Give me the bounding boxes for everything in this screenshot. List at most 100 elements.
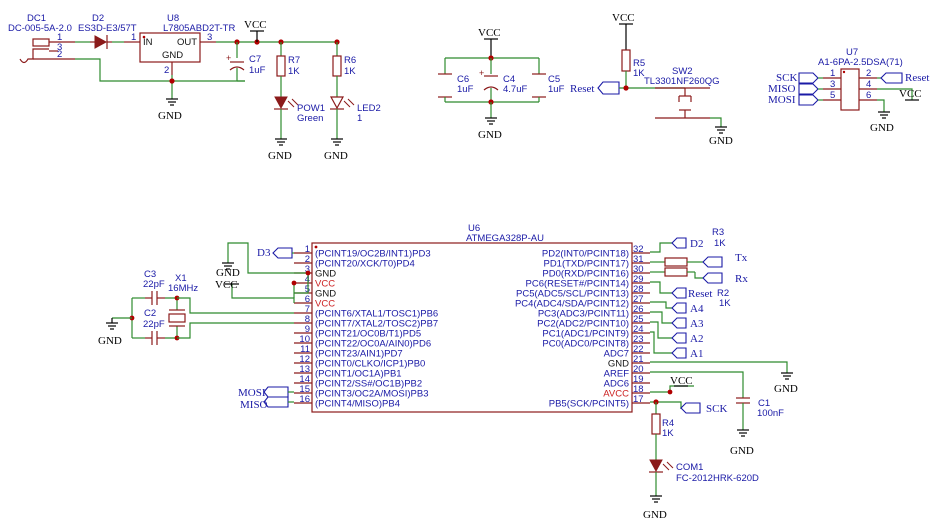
sw2-ref: SW2: [672, 66, 693, 77]
gnd-symbol: GND: [158, 98, 182, 122]
pin-name: (PCINT1/OC1A)PB1: [315, 369, 402, 380]
capacitor-c3: C3 22pF: [143, 269, 165, 305]
u7-pin-5: 5: [830, 90, 835, 101]
gnd-symbol: GND: [216, 262, 240, 279]
gnd-symbol: GND: [730, 429, 754, 457]
svg-text:+: +: [479, 68, 484, 78]
switch-sw2: SW2 TL3301NF260QG: [644, 66, 720, 119]
pin-name: (PCINT20/XCK/T0)PD4: [315, 259, 415, 270]
pin-number: 28: [633, 284, 644, 295]
pin-number: 19: [633, 374, 644, 385]
r3-value: 1K: [714, 238, 726, 249]
u6-pin: 19 ADC6: [604, 374, 650, 390]
u6-pin: 10(PCINT22/OC0A/AIN0)PD6: [294, 334, 431, 350]
dc-jack-dc1: DC1 DC-005-5A-2.0 1 3 2: [8, 13, 75, 64]
pow1-value: Green: [297, 113, 323, 124]
u7-pin-1: 1: [830, 68, 835, 79]
u6-pin: 12(PCINT0/CLKO/ICP1)PB0: [294, 354, 425, 370]
gnd-label: GND: [643, 509, 667, 521]
gnd-label: GND: [158, 110, 182, 122]
net-flag-tx: [702, 256, 723, 268]
vcc-label: VCC: [215, 279, 238, 291]
pin-name: ADC6: [604, 379, 629, 390]
pin-name: (PCINT3/OC2A/MOSI)PB3: [315, 389, 429, 400]
gnd-symbol: GND: [870, 111, 894, 134]
d3-label: D3: [257, 247, 271, 259]
c4-ref: C4: [503, 74, 515, 85]
pin-name: (PCINT2/SS#/OC1B)PB2: [315, 379, 422, 390]
u8-gnd-label: GND: [162, 50, 183, 61]
gnd-label: GND: [324, 150, 348, 162]
pin-number: 15: [299, 384, 310, 395]
gnd-symbol: GND: [774, 372, 798, 395]
sck-label: SCK: [706, 403, 727, 415]
capacitor-c2: C2 22pF: [143, 308, 165, 345]
u6-pin: 13(PCINT1/OC1A)PB1: [294, 364, 402, 380]
r7-ref: R7: [288, 55, 300, 66]
r5-value: 1K: [633, 68, 645, 79]
pin-number: 11: [300, 344, 310, 355]
vcc-label: VCC: [478, 27, 501, 39]
gnd-label: GND: [216, 267, 240, 279]
pin-number: 22: [633, 344, 644, 355]
net-flag-rx: [702, 272, 723, 284]
net-flag-a1: [671, 347, 687, 359]
pin-name: VCC: [315, 279, 335, 290]
dc1-ref: DC1: [27, 13, 46, 24]
led-pow1: POW1 Green: [274, 96, 325, 139]
pow1-ref: POW1: [297, 103, 325, 114]
pin-name: PC5(ADC5/SCL/PCINT13): [516, 289, 629, 300]
vcc-symbol: VCC: [215, 279, 239, 291]
pin-name: GND: [608, 359, 629, 370]
vcc-symbol: VCC: [478, 27, 501, 58]
a2-label: A2: [690, 333, 703, 345]
dc1-pin-2: 2: [57, 49, 62, 60]
pin-name: GND: [315, 289, 336, 300]
pin-name: (PCINT23/AIN1)PD7: [315, 349, 403, 360]
net-flag-a4: [671, 302, 687, 314]
net-flag-mosi: [798, 94, 819, 106]
gnd-label: GND: [730, 445, 754, 457]
pin-name: ADC7: [604, 349, 629, 360]
capacitor-c5: C5 1uF: [532, 73, 565, 102]
x1-value: 16MHz: [168, 283, 198, 294]
vcc-symbol: VCC: [899, 88, 922, 101]
gnd-label: GND: [98, 335, 122, 347]
r5-ref: R5: [633, 58, 645, 69]
gnd-label: GND: [709, 135, 733, 147]
c3-value: 22pF: [143, 279, 165, 290]
pin-name: PD0(RXD/PCINT16): [542, 269, 629, 280]
capacitor-c7: + C7 1uF: [226, 42, 266, 82]
x1-ref: X1: [175, 273, 187, 284]
pin-number: 5: [305, 284, 310, 295]
sw2-value: TL3301NF260QG: [644, 76, 720, 87]
vcc-symbol: VCC: [670, 375, 693, 387]
dc1-value: DC-005-5A-2.0: [8, 23, 72, 34]
pin-name: PB5(SCK/PCINT5): [549, 399, 629, 410]
gnd-symbol: GND: [643, 495, 667, 521]
pin-name: AREF: [604, 369, 630, 380]
capacitor-c1: C1 100nF: [736, 397, 784, 430]
u8-in-label: IN: [143, 37, 153, 48]
pin-name: VCC: [315, 299, 335, 310]
u6-pin: 15 (PCINT3/OC2A/MOSI)PB3: [294, 384, 429, 400]
pin-number: 30: [633, 264, 644, 275]
net-flag-mosi: [263, 386, 289, 398]
pin-name: (PCINT4/MISO)PB4: [315, 399, 400, 410]
mcu-u6: U6 ATMEGA328P-AU 1(PCINT19/OC2B/INT1)PD3…: [294, 223, 650, 413]
header-u7: U7 A1-6PA-2.5DSA(71) 1 2 3 4 5 6: [818, 47, 903, 111]
c1-ref: C1: [758, 398, 770, 409]
gnd-symbol: GND: [709, 126, 733, 147]
pin-number: 31: [633, 254, 644, 265]
pin-name: AVCC: [603, 389, 629, 400]
u7-pin-6: 6: [866, 90, 871, 101]
u6-right-pins: 32PD2(INT0/PCINT18)31PD1(TXD/PCINT17)30P…: [515, 244, 650, 410]
